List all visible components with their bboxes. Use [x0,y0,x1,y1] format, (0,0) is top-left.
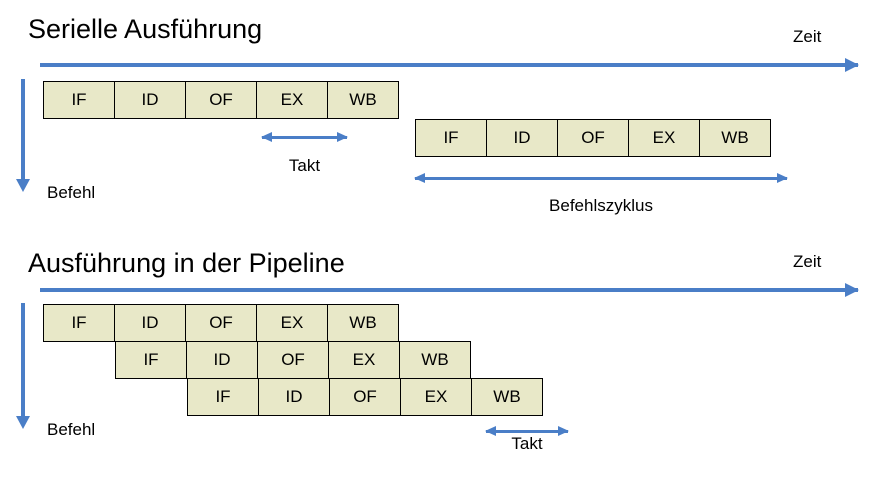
serial-befehlszyklus-arrow [414,173,788,183]
stage-box-ex: EX [256,304,328,342]
serial-section-title: Serielle Ausführung [28,14,263,44]
stage-box-wb: WB [699,119,771,157]
stage-box-if: IF [43,81,115,119]
serial-befehlszyklus-label: Befehlszyklus [549,196,653,215]
stage-box-wb: WB [327,81,399,119]
stage-box-if: IF [115,341,187,379]
stage-box-id: ID [486,119,558,157]
stage-box-ex: EX [328,341,400,379]
serial-takt-label: Takt [288,156,321,175]
pipeline-takt-arrow [485,426,569,436]
stage-box-wb: WB [399,341,471,379]
pipeline-time-axis-label: Zeit [793,252,822,271]
stage-box-wb: WB [471,378,543,416]
stage-box-id: ID [114,81,186,119]
stage-box-ex: EX [400,378,472,416]
pipeline-instruction-axis-label: Befehl [47,420,96,439]
stage-box-id: ID [114,304,186,342]
stage-box-of: OF [557,119,629,157]
stage-box-of: OF [257,341,329,379]
stage-box-id: ID [186,341,258,379]
stage-box-if: IF [415,119,487,157]
stage-box-if: IF [43,304,115,342]
pipeline-takt-label: Takt [511,434,543,453]
stage-box-ex: EX [256,81,328,119]
serial-time-axis [40,58,859,72]
pipeline-instruction-axis [16,303,30,429]
stage-box-of: OF [185,304,257,342]
stage-box-of: OF [329,378,401,416]
stage-box-if: IF [187,378,259,416]
stage-box-ex: EX [628,119,700,157]
pipeline-time-axis [40,283,859,297]
pipeline-section-title: Ausführung in der Pipeline [28,248,345,278]
stage-box-of: OF [185,81,257,119]
serial-instruction-axis-label: Befehl [47,183,96,202]
serial-takt-arrow [261,132,348,142]
stage-box-id: ID [258,378,330,416]
stage-box-wb: WB [327,304,399,342]
serial-time-axis-label: Zeit [793,27,822,46]
serial-instruction-axis [16,79,30,192]
